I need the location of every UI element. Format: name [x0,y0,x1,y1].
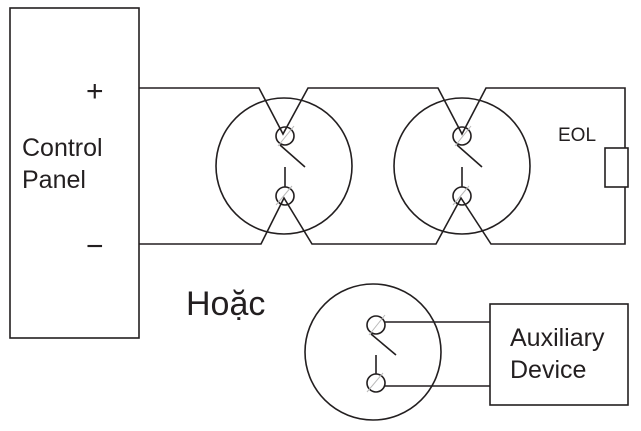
detector-base-3-switch-arm [370,333,397,356]
detector-base-1 [215,97,353,235]
control-panel-title-line2: Panel [22,166,86,194]
auxiliary-device-label-line2: Device [510,356,586,384]
detector-base-3-terminal-mark [366,372,384,393]
detector-base-1-top-terminal [275,126,295,146]
detector-base-3 [304,283,442,421]
detector-base-2-top-terminal [452,126,472,146]
negative-terminal-label: − [86,230,104,263]
detector-base-1-housing [215,97,353,235]
detector-base-1-switch-arm [279,144,306,168]
auxiliary-device-label-line1: Auxiliary [510,324,605,352]
auxiliary-device-box [489,303,629,406]
control-panel-box [9,7,140,339]
positive-loop-wire [139,87,626,148]
negative-loop-wire [139,187,626,245]
detector-base-1-terminal-mark [277,125,295,147]
detector-base-2-switch-arm [456,144,483,168]
detector-base-1-terminal-mark [275,185,293,206]
detector-base-2 [393,97,531,235]
detector-base-2-terminal-mark [454,125,472,147]
or-label: Hoặc [186,285,265,323]
eol-label: EOL [558,125,596,146]
positive-terminal-label: + [86,75,104,108]
control-panel-title-line1: Control [22,134,103,162]
detector-base-2-housing [393,97,531,235]
detector-base-3-top-terminal [366,315,386,335]
detector-base-3-housing [304,283,442,421]
detector-base-2-terminal-mark [452,185,470,206]
eol-resistor [604,147,629,188]
detector-base-3-terminal-mark [368,314,386,336]
